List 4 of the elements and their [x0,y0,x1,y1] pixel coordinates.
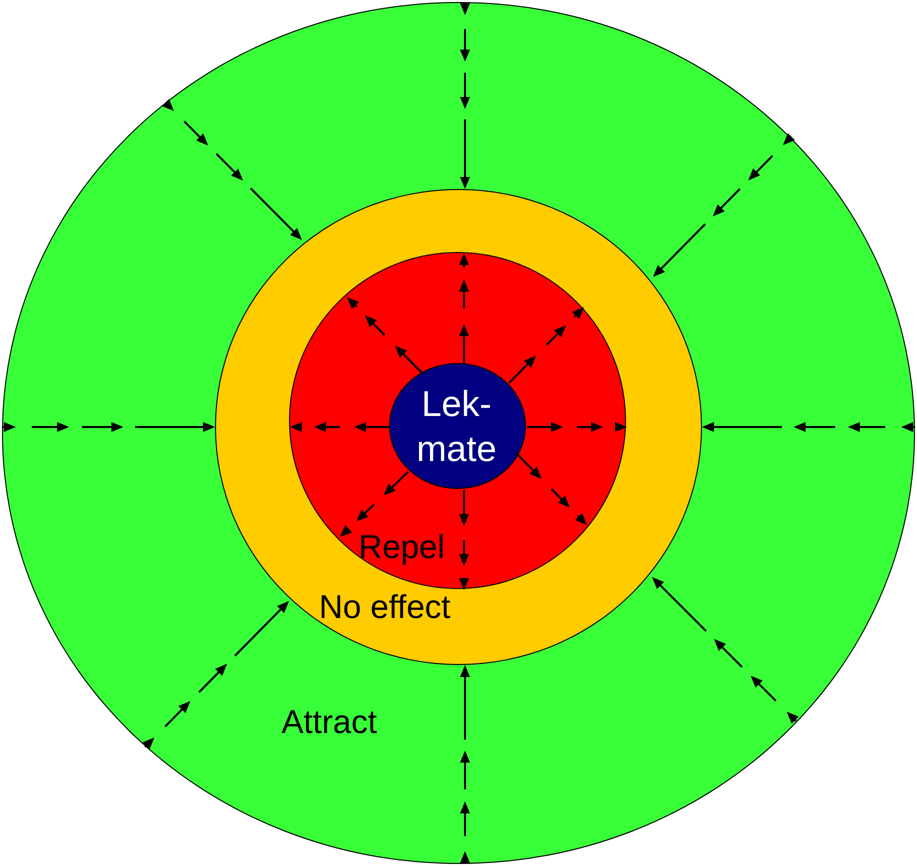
zone-label: Repel [358,530,445,562]
center-label: Lek- mate [415,382,498,471]
zone-label: Attract [282,704,377,738]
zone-label: No effect [319,590,450,623]
